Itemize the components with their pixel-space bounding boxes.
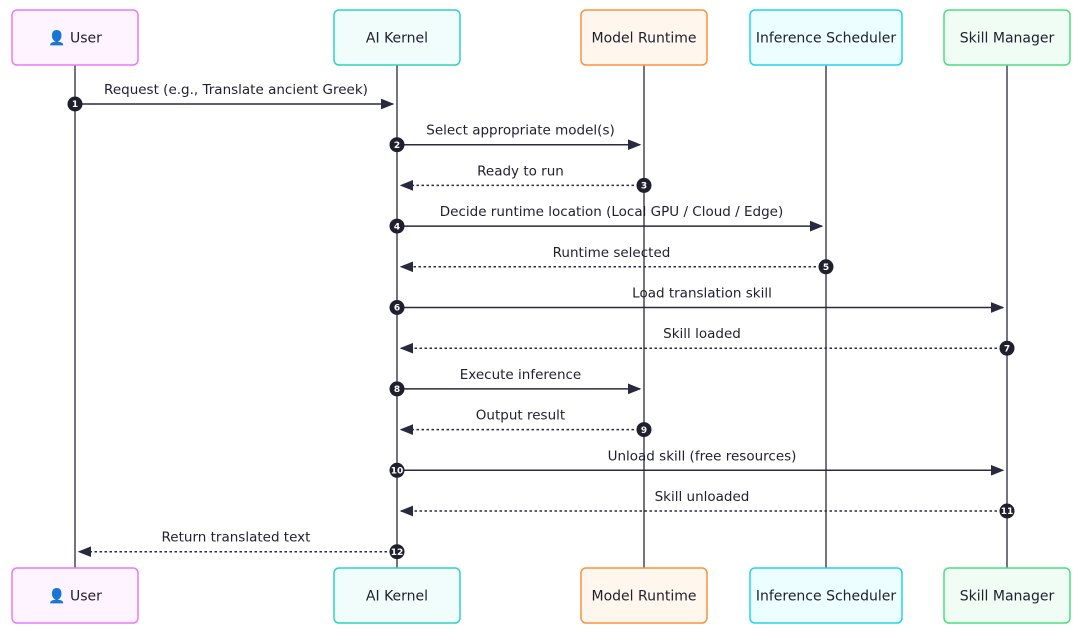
sequence-number: 5 bbox=[823, 263, 829, 273]
actor-label-kernel: AI Kernel bbox=[366, 31, 428, 47]
message-label: Output result bbox=[476, 408, 565, 424]
sequence-number-badge bbox=[389, 218, 405, 234]
message-label: Execute inference bbox=[460, 367, 582, 383]
actor-label-runtime: Model Runtime bbox=[592, 589, 697, 605]
message-4: Decide runtime location (Local GPU / Clo… bbox=[389, 204, 824, 234]
message-9: Output result 9 bbox=[399, 408, 652, 438]
message-8: Execute inference 8 bbox=[389, 367, 642, 397]
sequence-number: 10 bbox=[391, 467, 404, 477]
actor-box-kernel-bottom: AI Kernel bbox=[333, 567, 461, 624]
message-label: Skill unloaded bbox=[655, 489, 750, 505]
actor-label-skills: Skill Manager bbox=[960, 31, 1055, 47]
actor-label-user: 👤 User bbox=[48, 30, 102, 47]
lifelines bbox=[74, 65, 1008, 568]
message-label: Request (e.g., Translate ancient Greek) bbox=[104, 82, 368, 98]
sequence-number: 1 bbox=[72, 100, 78, 110]
actor-box-skills-top: Skill Manager bbox=[943, 9, 1071, 66]
sequence-number: 9 bbox=[641, 426, 647, 436]
sequence-number-badge bbox=[636, 177, 652, 193]
actor-box-bg bbox=[580, 9, 708, 66]
sequence-number: 6 bbox=[394, 304, 400, 314]
message-label: Return translated text bbox=[162, 530, 311, 546]
message-label: Select appropriate model(s) bbox=[426, 123, 615, 139]
actor-box-scheduler-bottom: Inference Scheduler bbox=[749, 567, 903, 624]
actor-box-user-bottom: 👤 User bbox=[11, 567, 139, 624]
actor-label-skills: Skill Manager bbox=[960, 589, 1055, 605]
message-3: Ready to run 3 bbox=[399, 163, 652, 193]
sequence-number-badge bbox=[636, 422, 652, 438]
message-label: Runtime selected bbox=[553, 245, 671, 261]
actor-label-scheduler: Inference Scheduler bbox=[756, 589, 897, 605]
message-5: Runtime selected 5 bbox=[399, 245, 834, 275]
actor-box-bg bbox=[333, 567, 461, 624]
actor-box-bg bbox=[11, 567, 139, 624]
sequence-number-badge bbox=[389, 462, 405, 478]
message-10: Unload skill (free resources) 10 bbox=[389, 448, 1005, 478]
message-label: Decide runtime location (Local GPU / Clo… bbox=[440, 204, 783, 220]
sequence-number-badge bbox=[999, 340, 1015, 356]
sequence-number: 12 bbox=[391, 548, 404, 558]
message-label: Unload skill (free resources) bbox=[608, 448, 797, 464]
actor-box-bg bbox=[580, 567, 708, 624]
actor-box-bg bbox=[943, 567, 1071, 624]
actor-label-kernel: AI Kernel bbox=[366, 589, 428, 605]
sequence-number-badge bbox=[67, 96, 83, 112]
actor-box-skills-bottom: Skill Manager bbox=[943, 567, 1071, 624]
sequence-number-badge bbox=[999, 503, 1015, 519]
sequence-number-badge bbox=[389, 300, 405, 315]
actor-label-scheduler: Inference Scheduler bbox=[756, 31, 897, 47]
message-11: Skill unloaded 11 bbox=[399, 489, 1015, 519]
sequence-number: 7 bbox=[1004, 344, 1010, 354]
actor-label-runtime: Model Runtime bbox=[592, 31, 697, 47]
actor-box-user-top: 👤 User bbox=[11, 9, 139, 66]
sequence-number-badge bbox=[389, 544, 405, 560]
sequence-number: 2 bbox=[394, 141, 400, 151]
sequence-number-badge bbox=[818, 259, 834, 275]
sequence-number-badge bbox=[389, 137, 405, 153]
actor-box-bg bbox=[749, 9, 903, 66]
message-6: Load translation skill 6 bbox=[389, 286, 1005, 315]
actor-box-runtime-top: Model Runtime bbox=[580, 9, 708, 66]
actor-box-bg bbox=[333, 9, 461, 66]
sequence-number: 4 bbox=[394, 222, 400, 232]
actor-box-bg bbox=[749, 567, 903, 624]
messages: Request (e.g., Translate ancient Greek) 1… bbox=[67, 82, 1015, 560]
actor-box-runtime-bottom: Model Runtime bbox=[580, 567, 708, 624]
message-7: Skill loaded 7 bbox=[399, 326, 1015, 356]
message-2: Select appropriate model(s) 2 bbox=[389, 123, 642, 153]
actor-box-kernel-top: AI Kernel bbox=[333, 9, 461, 66]
sequence-number-badge bbox=[389, 381, 405, 397]
actor-label-user: 👤 User bbox=[48, 588, 102, 605]
message-1: Request (e.g., Translate ancient Greek) 1 bbox=[67, 82, 395, 112]
sequence-number: 3 bbox=[641, 182, 647, 192]
message-label: Skill loaded bbox=[663, 326, 741, 342]
actor-box-bg bbox=[11, 9, 139, 66]
message-label: Load translation skill bbox=[632, 286, 772, 302]
message-12: Return translated text 12 bbox=[77, 530, 405, 560]
actor-box-bg bbox=[943, 9, 1071, 66]
sequence-number: 11 bbox=[1001, 507, 1014, 517]
message-label: Ready to run bbox=[477, 163, 564, 179]
actor-box-scheduler-top: Inference Scheduler bbox=[749, 9, 903, 66]
sequence-number: 8 bbox=[394, 385, 400, 395]
